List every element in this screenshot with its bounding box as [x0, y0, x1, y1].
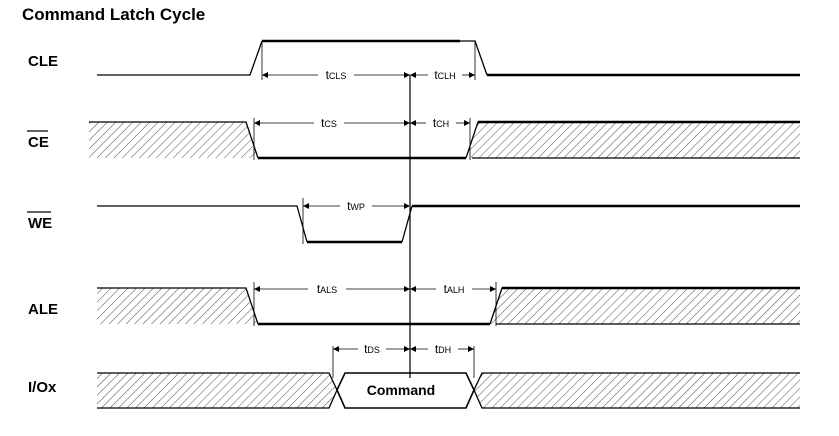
dim-tch: [410, 120, 470, 126]
timing-label-tds: tDS: [364, 342, 380, 356]
timing-label-tclh: tCLH: [434, 68, 455, 82]
we-waveform: [97, 198, 800, 244]
signal-label-we: WE: [28, 215, 52, 232]
cle-waveform: [97, 39, 800, 80]
dim-tals: [254, 286, 410, 292]
signal-label-ce: CE: [28, 134, 49, 151]
timing-label-tdh: tDH: [435, 342, 451, 356]
dim-tcs: [254, 120, 410, 126]
timing-label-tcls: tCLS: [326, 68, 347, 82]
signal-label-ale: ALE: [28, 301, 58, 318]
io-waveform: [97, 346, 800, 409]
dim-tds: [333, 346, 410, 352]
dim-tcls: [262, 72, 410, 78]
timing-label-tcs: tCS: [321, 116, 337, 130]
dim-talh: [410, 286, 496, 292]
timing-label-tals: tALS: [317, 282, 337, 296]
dim-tdh: [410, 346, 474, 352]
timing-label-talh: tALH: [444, 282, 465, 296]
dim-tclh: [410, 72, 475, 78]
signal-label-io: I/Ox: [28, 379, 57, 396]
timing-label-twp: tWP: [347, 199, 365, 213]
ce-waveform: [89, 118, 800, 160]
dim-twp: [303, 203, 410, 209]
timing-label-tch: tCH: [433, 116, 449, 130]
diagram-title: Command Latch Cycle: [22, 5, 206, 24]
ale-waveform: [97, 282, 800, 326]
io-command-label: Command: [367, 382, 435, 398]
signal-label-cle: CLE: [28, 53, 58, 70]
